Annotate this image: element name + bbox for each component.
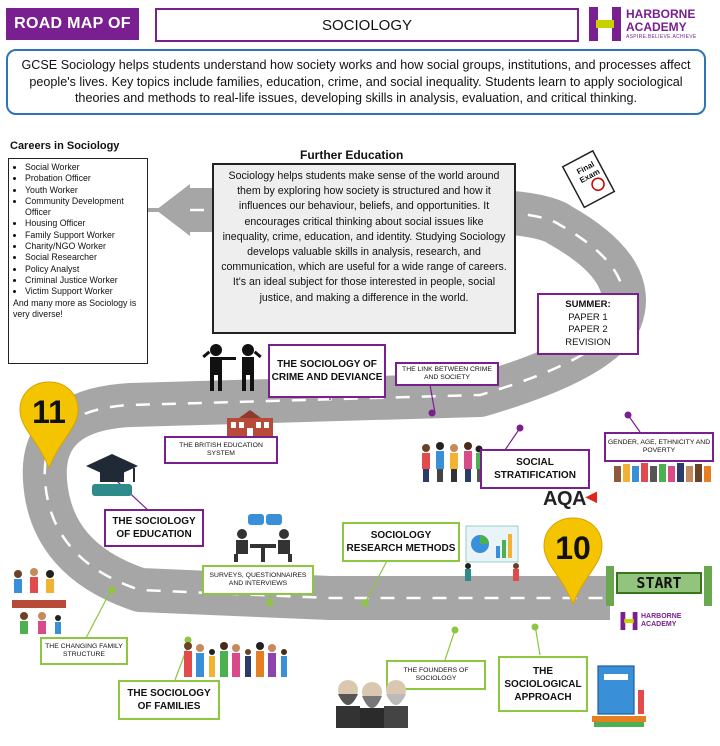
- career-item: Probation Officer: [25, 173, 143, 184]
- career-item: Social Researcher: [25, 252, 143, 263]
- topic-founders-label: THE FOUNDERS OF SOCIOLOGY: [403, 666, 469, 683]
- topic-families-label: THE SOCIOLOGY OF FAMILIES: [127, 688, 211, 712]
- topic-sociological-approach: THE SOCIOLOGICAL APPROACH: [498, 656, 588, 712]
- topic-sociology-education: THE SOCIOLOGY OF EDUCATION: [104, 509, 204, 547]
- topic-surveys: SURVEYS, QUESTIONNAIRES AND INTERVIEWS: [202, 565, 314, 595]
- summer-line: REVISION: [565, 336, 611, 348]
- topic-methods-label: SOCIOLOGY RESEARCH METHODS: [346, 530, 456, 554]
- career-item: Youth Worker: [25, 185, 143, 196]
- topic-sociology-families: THE SOCIOLOGY OF FAMILIES: [118, 680, 220, 720]
- careers-list-box: Social Worker Probation Officer Youth Wo…: [8, 158, 148, 364]
- logo-small-line1: HARBORNE: [641, 613, 682, 620]
- topic-social-stratification: SOCIAL STRATIFICATION: [480, 449, 590, 489]
- harborne-logo-icon: [589, 7, 621, 41]
- year-10-pin: 10: [542, 516, 604, 606]
- aqa-logo: AQA◀: [543, 488, 597, 511]
- aqa-label: AQA: [543, 488, 586, 510]
- topic-approach-label: THE SOCIOLOGICAL APPROACH: [504, 665, 582, 703]
- careers-footer: And many more as Sociology is very diver…: [13, 297, 137, 319]
- school-building-icon: [227, 410, 273, 440]
- families-group-icon: [184, 642, 287, 677]
- crowd-icon: [422, 442, 483, 482]
- graduation-cap-icon: [86, 454, 138, 496]
- topic-research-methods: SOCIOLOGY RESEARCH METHODS: [342, 522, 460, 562]
- career-item: Family Support Worker: [25, 230, 143, 241]
- roadmap-title-tag: ROAD MAP OF: [6, 8, 139, 40]
- harborne-logo-icon: [620, 612, 638, 630]
- career-item: Housing Officer: [25, 218, 143, 229]
- career-item: Criminal Justice Worker: [25, 275, 143, 286]
- career-item: Charity/NGO Worker: [25, 241, 143, 252]
- year-11-label: 11: [32, 394, 66, 430]
- diverse-people-icon: [614, 463, 711, 482]
- books-icon: [592, 665, 646, 727]
- summer-title: SUMMER:: [565, 299, 611, 310]
- topic-crime-label: THE SOCIOLOGY OF CRIME AND DEVIANCE: [271, 359, 383, 383]
- founders-portraits-icon: [336, 680, 408, 728]
- school-logo-small: HARBORNE ACADEMY: [620, 610, 681, 632]
- summer-line: PAPER 1: [568, 311, 608, 323]
- topic-family-structure-label: THE CHANGING FAMILY STRUCTURE: [45, 642, 123, 659]
- subject-title: SOCIOLOGY: [155, 8, 579, 42]
- further-education-box: Sociology helps students make sense of t…: [212, 163, 516, 334]
- career-item: Social Worker: [25, 162, 143, 173]
- logo-tagline: ASPIRE.BELIEVE.ACHIEVE: [626, 34, 697, 40]
- career-item: Policy Analyst: [25, 264, 143, 275]
- year-10-label: 10: [555, 530, 591, 566]
- intro-text: GCSE Sociology helps students understand…: [21, 58, 691, 106]
- logo-name-line2: ACADEMY: [626, 20, 687, 34]
- year-11-pin: 11: [18, 380, 80, 470]
- start-post-left: [606, 566, 614, 606]
- aqa-mark-icon: ◀: [585, 488, 597, 504]
- topic-gender-label: GENDER, AGE, ETHNICITY AND POVERTY: [607, 438, 711, 455]
- topic-crime-link-label: THE LINK BETWEEN CRIME AND SOCIETY: [402, 365, 492, 382]
- start-sign: START: [604, 566, 714, 606]
- logo-name-line1: HARBORNE: [626, 7, 696, 21]
- interview-icon: [234, 514, 292, 562]
- topic-crime-deviance: THE SOCIOLOGY OF CRIME AND DEVIANCE: [268, 344, 386, 398]
- start-banner: START: [616, 572, 702, 594]
- topic-education-label: THE SOCIOLOGY OF EDUCATION: [112, 516, 196, 540]
- summer-line: PAPER 2: [568, 324, 608, 335]
- further-education-text: Sociology helps students make sense of t…: [221, 170, 507, 304]
- topic-stratification-label: SOCIAL STRATIFICATION: [494, 457, 576, 481]
- intro-panel: GCSE Sociology helps students understand…: [6, 49, 706, 115]
- topic-crime-society-link: THE LINK BETWEEN CRIME AND SOCIETY: [395, 362, 499, 386]
- logo-small-line2: ACADEMY: [641, 621, 677, 628]
- topic-surveys-label: SURVEYS, QUESTIONNAIRES AND INTERVIEWS: [209, 571, 307, 588]
- careers-title: Careers in Sociology: [10, 140, 120, 152]
- career-item: Victim Support Worker: [25, 286, 143, 297]
- topic-founders: THE FOUNDERS OF SOCIOLOGY: [386, 660, 486, 690]
- topic-changing-family: THE CHANGING FAMILY STRUCTURE: [40, 637, 128, 665]
- family-scene-icon: [12, 568, 66, 634]
- topic-british-education: THE BRITISH EDUCATION SYSTEM: [164, 436, 278, 464]
- map-pin-icon: [543, 517, 603, 606]
- start-post-right: [704, 566, 712, 606]
- further-education-title: Further Education: [300, 148, 404, 162]
- research-chart-icon: [465, 525, 519, 581]
- final-exam-paper-icon: Final Exam: [560, 149, 618, 210]
- career-item: Community Development Officer: [25, 196, 143, 219]
- topic-gender-age-ethnicity: GENDER, AGE, ETHNICITY AND POVERTY: [604, 432, 714, 462]
- summer-box: SUMMER: PAPER 1 PAPER 2 REVISION: [537, 293, 639, 355]
- map-pin-icon: [19, 381, 79, 470]
- school-logo: HARBORNE ACADEMY ASPIRE.BELIEVE.ACHIEVE: [588, 4, 714, 44]
- topic-education-system-label: THE BRITISH EDUCATION SYSTEM: [179, 441, 263, 458]
- crime-figures-icon: [202, 344, 262, 391]
